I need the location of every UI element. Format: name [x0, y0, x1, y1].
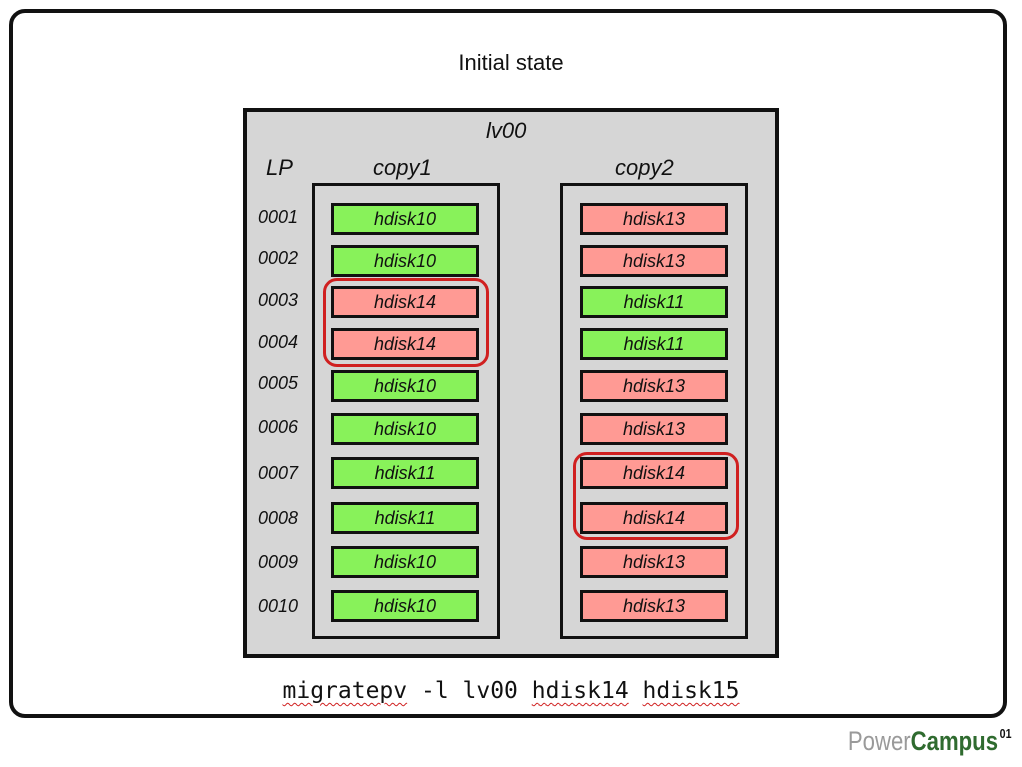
- copy1-disk-cell: hdisk14: [331, 286, 479, 318]
- copy1-disk-cell: hdisk10: [331, 370, 479, 402]
- copy2-disk-cell: hdisk13: [580, 203, 728, 235]
- copy2-disk-cell: hdisk13: [580, 370, 728, 402]
- copy2-disk-cell: hdisk13: [580, 245, 728, 277]
- command-source-disk: hdisk14: [531, 678, 629, 704]
- copy2-disk-cell: hdisk14: [580, 457, 728, 489]
- lv-name-label: lv00: [486, 118, 527, 143]
- copy1-disk-cell: hdisk11: [331, 502, 479, 534]
- copy1-disk-cell: hdisk10: [331, 413, 479, 445]
- copy2-header: copy2: [615, 155, 674, 180]
- slide-title: Initial state: [458, 50, 564, 75]
- migratepv-command: migratepv -l lv00 hdisk14 hdisk15: [0, 678, 1022, 704]
- copy2-disk-cell: hdisk14: [580, 502, 728, 534]
- copy1-disk-cell: hdisk10: [331, 590, 479, 622]
- lp-number: 0007: [258, 463, 299, 483]
- copy2-disk-cell: hdisk13: [580, 546, 728, 578]
- lp-number: 0004: [258, 332, 299, 352]
- copy2-disk-cell: hdisk13: [580, 413, 728, 445]
- copy1-disk-cell: hdisk10: [331, 546, 479, 578]
- command-space: [629, 678, 643, 704]
- command-args: -l lv00: [407, 678, 532, 704]
- copy2-disk-cell: hdisk11: [580, 328, 728, 360]
- copy2-disk-cell: hdisk13: [580, 590, 728, 622]
- lp-column-header: LP: [266, 155, 293, 180]
- highlight-copy2-hdisk14: [573, 452, 739, 540]
- copy2-disk-cell: hdisk11: [580, 286, 728, 318]
- logo-part-power: Power: [848, 726, 912, 756]
- lp-number: 0002: [258, 248, 299, 268]
- copy1-disk-cell: hdisk14: [331, 328, 479, 360]
- command-target-disk: hdisk15: [642, 678, 740, 704]
- logo-part-campus: Campus: [911, 726, 999, 756]
- lp-number: 0001: [258, 207, 299, 227]
- lp-number: 0009: [258, 552, 299, 572]
- copy1-header: copy1: [373, 155, 432, 180]
- copy1-disk-cell: hdisk11: [331, 457, 479, 489]
- lp-number: 0008: [258, 508, 299, 528]
- highlight-copy1-hdisk14: [323, 278, 489, 367]
- lp-number: 0006: [258, 417, 299, 437]
- command-name: migratepv: [282, 678, 408, 704]
- lp-number: 0003: [258, 290, 299, 310]
- lp-number: 0005: [258, 373, 299, 393]
- copy1-disk-cell: hdisk10: [331, 203, 479, 235]
- logo-superscript: 01: [1000, 726, 1012, 741]
- copy1-box: [312, 183, 500, 639]
- copy2-box: [560, 183, 748, 639]
- copy1-disk-cell: hdisk10: [331, 245, 479, 277]
- lp-number: 0010: [258, 596, 299, 616]
